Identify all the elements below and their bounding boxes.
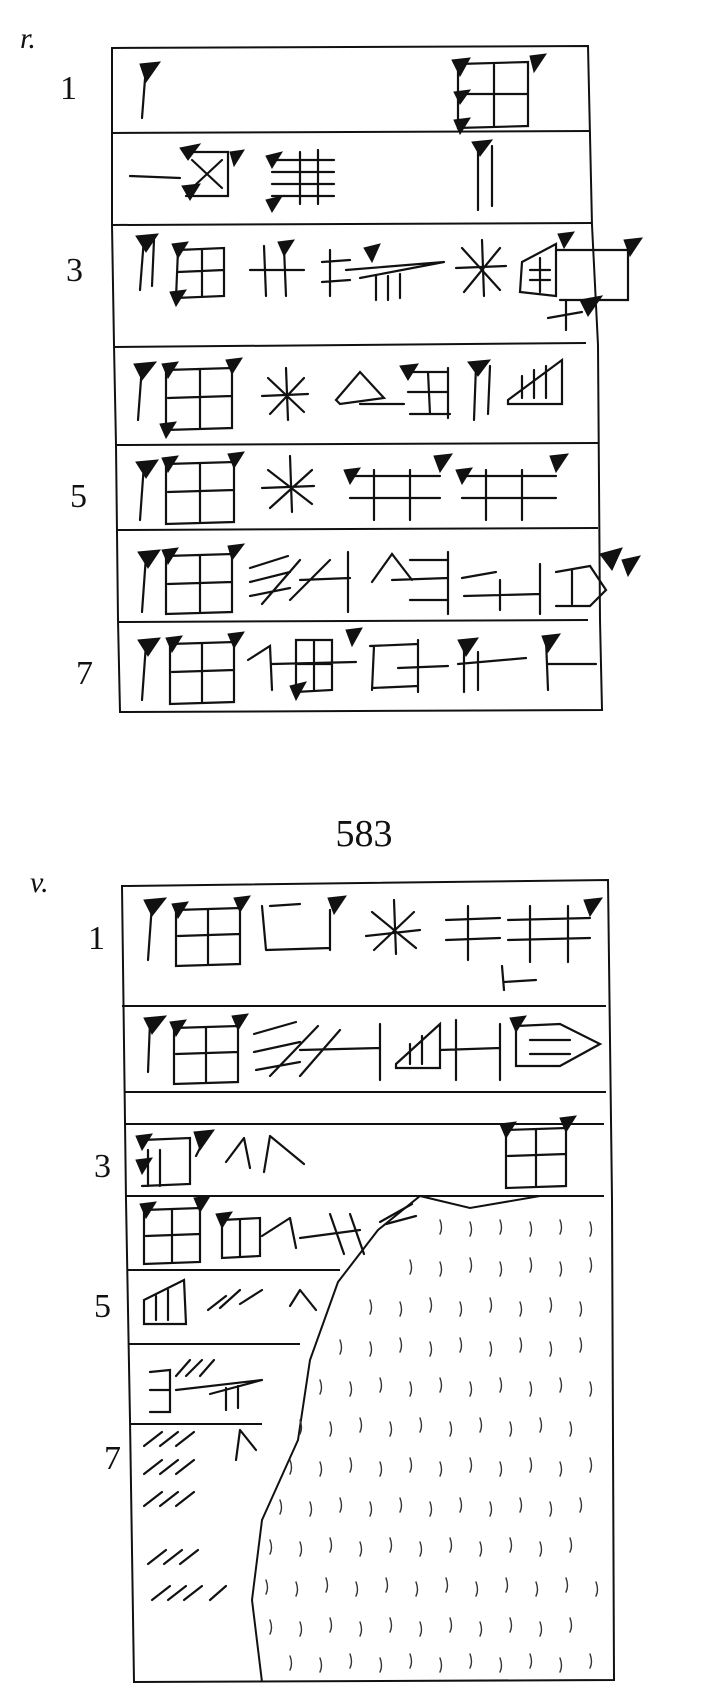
reverse-line-number-5: 5 <box>94 1288 111 1325</box>
obverse-line-1-signs <box>139 53 548 136</box>
reverse-line-number-1: 1 <box>88 920 105 957</box>
obverse-line-3-signs <box>135 231 644 332</box>
obverse-line-6-signs <box>137 543 642 616</box>
obverse-line-number-3: 3 <box>66 252 83 289</box>
obverse-line-number-5: 5 <box>70 478 87 515</box>
obverse-line-number-7: 7 <box>76 655 93 692</box>
reverse-line-number-7: 7 <box>104 1440 121 1477</box>
obverse-line-5-signs <box>135 451 570 526</box>
reverse-line-3-signs <box>135 1115 577 1190</box>
obverse-line-4-signs <box>133 357 564 440</box>
obverse-line-7-signs <box>137 627 598 706</box>
reverse-face-label: v. <box>30 866 49 899</box>
plate-number: 583 <box>335 813 393 855</box>
reverse-line-1-signs <box>143 895 604 992</box>
reverse-line-4-signs <box>139 1195 418 1266</box>
reverse-line-2-signs <box>143 1013 603 1086</box>
reverse-line-5-signs <box>142 1278 318 1326</box>
reverse-line-6-signs <box>148 1358 264 1414</box>
obverse-tablet-drawing <box>111 44 644 714</box>
reverse-damage-hatching <box>265 1219 599 1673</box>
reverse-line-number-3: 3 <box>94 1148 111 1185</box>
reverse-line-7-signs <box>142 1428 258 1602</box>
obverse-face-label: r. <box>20 22 36 55</box>
obverse-line-2-signs <box>128 139 494 214</box>
reverse-damage-outline <box>250 1194 604 1683</box>
obverse-line-number-1: 1 <box>60 70 77 107</box>
